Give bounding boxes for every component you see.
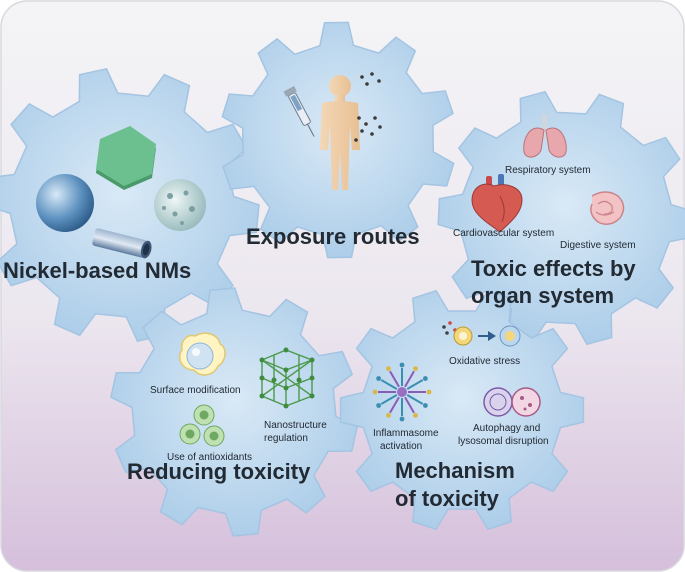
inflammasome-node: [372, 389, 378, 395]
inflammasome-node: [386, 412, 391, 418]
organ-title-line2: organ system: [471, 283, 614, 308]
nanostructure-label-line2: regulation: [264, 433, 308, 444]
inflammasome-node: [422, 403, 428, 408]
nanotube-icon: [92, 228, 152, 259]
inflammasome-spoke: [406, 379, 424, 390]
inflammasome-spoke: [380, 379, 398, 390]
mechanism-title-line2: of toxicity: [395, 486, 500, 511]
autophagy-label-line1: Autophagy and: [473, 423, 540, 434]
inflammasome-node: [413, 412, 418, 418]
exposure-title: Exposure routes: [246, 224, 420, 249]
digestive-label: Digestive system: [560, 240, 636, 251]
intestine-icon: [590, 191, 625, 225]
inflammasome-icon: [372, 362, 432, 422]
gear-reducing: [110, 287, 358, 537]
particle-dots-icon: [354, 72, 382, 142]
inflammasome-node: [413, 366, 418, 372]
coated-particle-icon: [178, 332, 226, 376]
reducing-title: Reducing toxicity: [127, 459, 311, 484]
human-body-icon: [320, 75, 360, 190]
oxidative-stress-label: Oxidative stress: [449, 356, 520, 367]
organ-title-line1: Toxic effects by: [471, 256, 636, 281]
inflammasome-node: [422, 376, 428, 381]
inflammasome-spoke: [389, 370, 400, 388]
autophagy-label-line2: lysosomal disruption: [458, 436, 549, 447]
inflammasome-node: [386, 366, 391, 372]
lysosome-icon: [483, 387, 541, 417]
antioxidant-cells-icon: [179, 404, 225, 447]
lungs-icon: [523, 114, 567, 158]
lattice-nodes: [259, 347, 315, 409]
inflammasome-node: [376, 376, 382, 381]
inflammasome-spoke: [380, 394, 398, 405]
inflammasome-spoke: [406, 394, 424, 405]
gear-nickel: [0, 68, 260, 342]
inflammasome-label-line1: Inflammasome: [373, 428, 439, 439]
ros-cell-icon: [442, 321, 521, 347]
inflammasome-node: [399, 362, 405, 368]
inflammasome-spoke: [404, 396, 415, 414]
cardiovascular-label: Cardiovascular system: [453, 228, 554, 239]
porous-particle-icon: [154, 179, 206, 231]
syringe-icon: [283, 85, 315, 137]
surface-modification-label: Surface modification: [150, 385, 241, 396]
mechanism-title-line1: Mechanism: [395, 458, 515, 483]
nickel-title: Nickel-based NMs: [3, 258, 191, 283]
gear-organ: [437, 90, 685, 346]
inflammasome-node: [376, 403, 382, 408]
hexagon-sheet-icon: [96, 126, 156, 190]
heart-icon: [471, 174, 523, 233]
inflammasome-label-line2: activation: [380, 441, 422, 452]
nanostructure-label-line1: Nanostructure: [264, 420, 327, 431]
antioxidants-label: Use of antioxidants: [167, 452, 252, 463]
inflammasome-node: [399, 416, 405, 422]
inflammasome-node: [426, 389, 432, 395]
respiratory-label: Respiratory system: [505, 165, 591, 176]
sphere-icon: [36, 174, 94, 232]
gear-mechanism: [339, 289, 585, 531]
inflammasome-spoke: [404, 370, 415, 388]
inflammasome-spoke: [389, 396, 400, 414]
